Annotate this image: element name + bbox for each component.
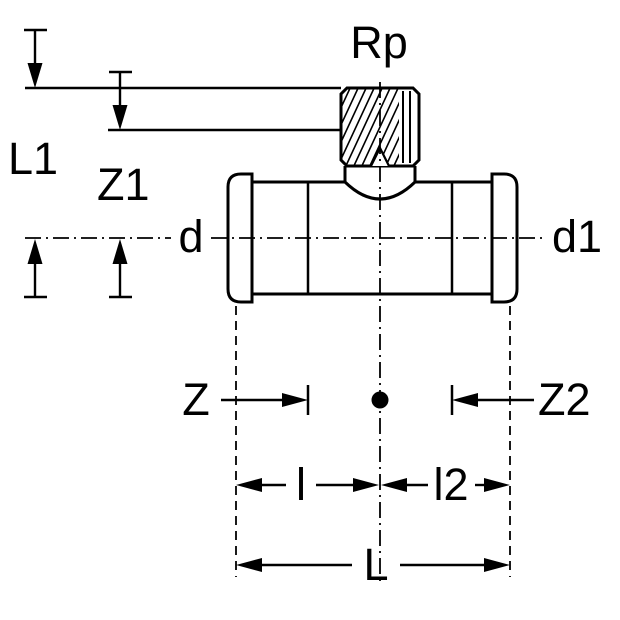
- arrowhead-right: [353, 478, 379, 492]
- dimension-overall-l: [236, 558, 510, 572]
- label-thread-size: Rp: [350, 17, 408, 68]
- label-l1: L1: [8, 133, 58, 184]
- dimension-l1: [24, 28, 341, 299]
- label-z: Z: [182, 374, 210, 425]
- dimension-l2: [381, 478, 510, 492]
- arrowhead-left: [381, 478, 407, 492]
- arrowhead-up: [27, 239, 43, 264]
- tee-body: [226, 166, 519, 304]
- label-l2: l2: [433, 459, 468, 510]
- arrowhead-right: [282, 393, 308, 407]
- label-z2: Z2: [538, 374, 591, 425]
- arrowhead-up: [112, 239, 128, 264]
- arrowhead-down: [27, 63, 43, 88]
- arrowhead-left: [236, 478, 262, 492]
- arrowhead-right: [484, 478, 510, 492]
- extension-lines: [235, 306, 511, 577]
- dimension-z2: [450, 385, 534, 415]
- arrowhead-right: [484, 558, 510, 572]
- arrowhead-left: [236, 558, 262, 572]
- arrowhead-down: [112, 105, 128, 130]
- centerlines: [25, 82, 547, 586]
- dimension-z1: [108, 70, 341, 299]
- center-point-marker: [371, 391, 389, 409]
- label-z1: Z1: [97, 159, 150, 210]
- arrowhead-left: [452, 393, 478, 407]
- label-d: d: [178, 211, 203, 262]
- label-overall-l: L: [363, 539, 388, 590]
- label-d1: d1: [552, 211, 602, 262]
- threaded-socket: [339, 86, 421, 168]
- dimension-z: [221, 385, 310, 415]
- dimension-l: [236, 478, 379, 492]
- label-l: l: [296, 459, 306, 510]
